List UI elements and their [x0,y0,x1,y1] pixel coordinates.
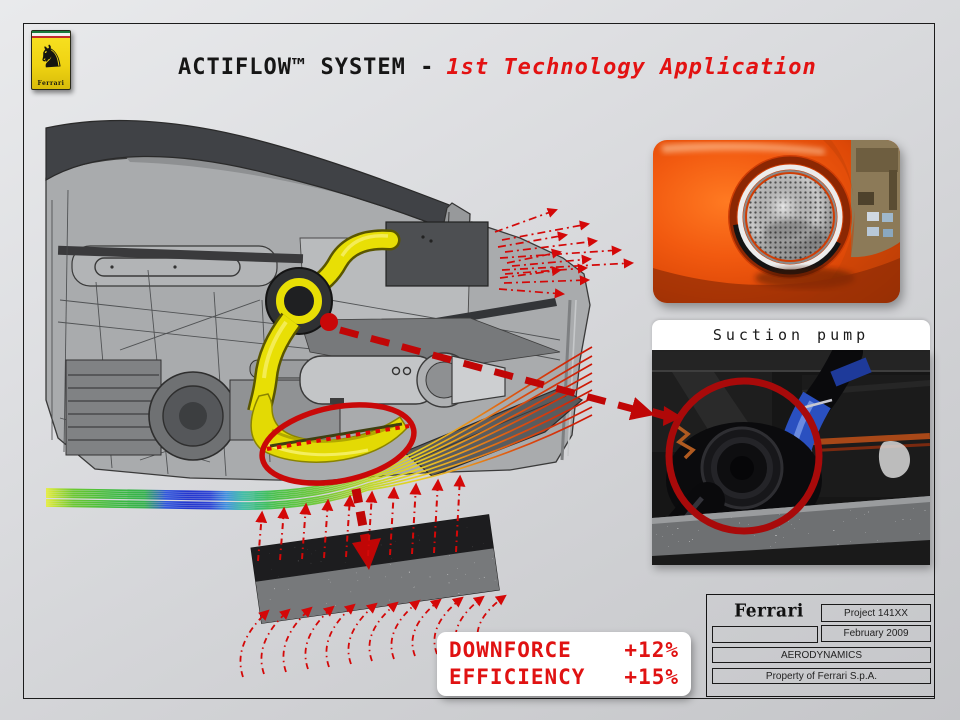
project-cell: Project 141XX [821,604,931,622]
date-cell: February 2009 [821,625,931,642]
department-cell: AERODYNAMICS [712,647,931,663]
title-highlight: 1st Technology Application [446,55,817,80]
slide-border-frame [23,23,935,699]
pump-highlight-circle [665,377,823,535]
title-block: Ferrari Project 141XX February 2009 AERO… [706,594,935,697]
empty-cell [712,626,818,643]
suction-pump-label: Suction pump [652,320,930,350]
results-box: DOWNFORCE +12% EFFICIENCY +15% [437,632,691,696]
slide-title: ACTIFLOW™ SYSTEM - 1st Technology Applica… [178,55,878,80]
italian-stripes [32,31,70,38]
inlet-photo-art [653,140,900,303]
ferrari-shield-logo: ♞ Ferrari [31,30,71,90]
efficiency-value: +15% [624,665,679,689]
suction-pump-photo [652,350,930,565]
suction-inlet-photo [653,140,900,303]
downforce-metric: DOWNFORCE +12% [449,638,679,663]
efficiency-metric: EFFICIENCY +15% [449,665,679,690]
prancing-horse-icon: ♞ [35,37,67,76]
mesh-grille-icon [728,155,852,279]
downforce-value: +12% [624,637,679,662]
title-prefix: ACTIFLOW™ SYSTEM - [178,55,435,80]
efficiency-label: EFFICIENCY [449,665,586,689]
badge-label: Ferrari [37,80,65,87]
downforce-label: DOWNFORCE [449,637,572,662]
ferrari-wordmark: Ferrari [734,600,804,622]
pump-photo-art [652,350,930,565]
property-cell: Property of Ferrari S.p.A. [712,668,931,684]
